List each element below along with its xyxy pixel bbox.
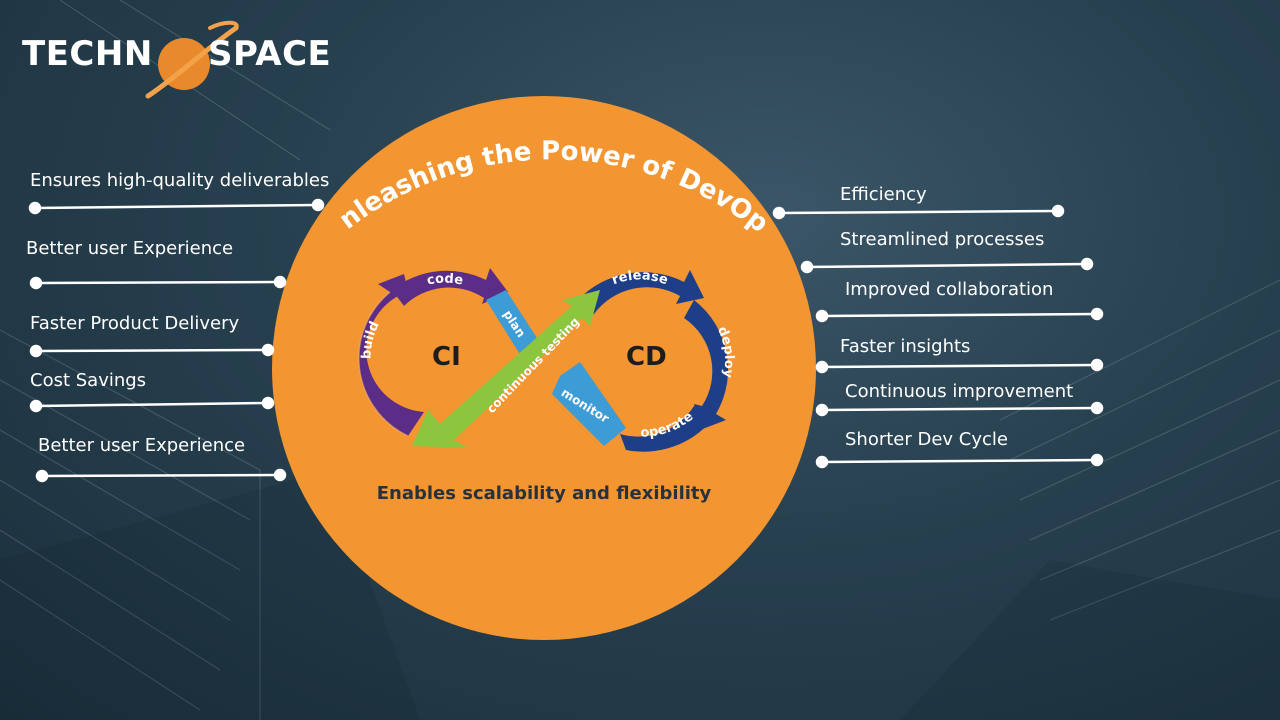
release-stage — [578, 270, 704, 314]
cd-label: CD — [626, 342, 667, 372]
left-benefit-2: Better user Experience — [26, 238, 234, 259]
left-benefit-4: Cost Savings — [30, 370, 147, 391]
svg-text:release: release — [610, 268, 670, 288]
right-benefit-3: Improved collaboration — [845, 279, 1054, 300]
right-benefit-2: Streamlined processes — [840, 229, 1045, 250]
left-benefit-5: Better user Experience — [38, 435, 246, 456]
brand-logo: TECHN SPACE — [22, 20, 342, 99]
build-stage — [358, 274, 424, 436]
monitor-stage — [552, 362, 626, 446]
brand-name-left: TECHN — [22, 34, 153, 74]
continuous-testing-stage — [412, 290, 600, 448]
left-benefit-1: Ensures high-quality deliverables — [30, 170, 330, 191]
deploy-stage — [684, 300, 729, 430]
right-benefit-5: Continuous improvement — [845, 381, 1074, 402]
stage-label-release: release — [610, 268, 670, 288]
right-benefit-6: Shorter Dev Cycle — [845, 429, 1009, 450]
left-benefit-3: Faster Product Delivery — [30, 313, 240, 334]
operate-stage — [620, 406, 712, 452]
right-benefit-1: Efficiency — [840, 184, 927, 205]
planet-icon — [145, 20, 239, 99]
tagline: Enables scalability and flexibility — [376, 483, 712, 504]
code-stage — [392, 268, 508, 306]
brand-name-right: SPACE — [208, 34, 332, 74]
ci-label: CI — [432, 342, 461, 372]
right-benefit-4: Faster insights — [840, 336, 971, 357]
